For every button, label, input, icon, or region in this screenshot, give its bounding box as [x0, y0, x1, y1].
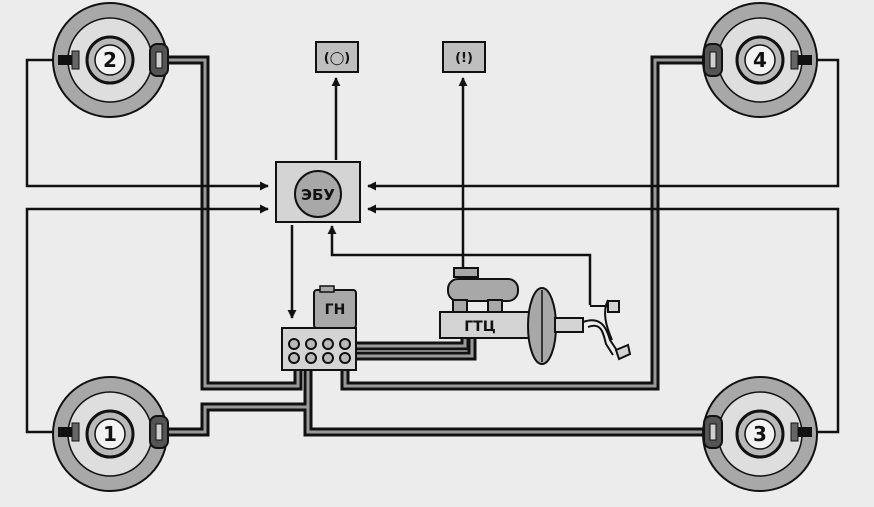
- sensor-wire-wheel-4: [367, 58, 840, 191]
- modulator-valve: [288, 352, 300, 364]
- sensor-wire-wheel-1: [25, 204, 269, 434]
- signal-lines: [25, 58, 840, 434]
- wheel-1-number: 1: [103, 422, 117, 446]
- master-cylinder-label: ГТЦ: [464, 319, 495, 335]
- wheel-2: 2: [52, 2, 169, 118]
- hydraulic-lines: [163, 55, 711, 437]
- wheel-2-number: 2: [103, 48, 117, 72]
- brake-line-wheel-3: [303, 365, 711, 437]
- abs-warning-lamp: (◯): [315, 41, 359, 73]
- modulator-valve: [339, 352, 351, 364]
- wheel-3-speed-sensor: [790, 422, 812, 442]
- electronic-control-unit: ЭБУ: [275, 161, 361, 223]
- modulator-valve: [305, 338, 317, 350]
- modulator-valve: [322, 338, 334, 350]
- wheel-4-speed-sensor: [790, 50, 812, 70]
- pedal-switch-to-ecu: [327, 225, 592, 305]
- brake-pedal: [582, 299, 632, 361]
- wheel-2-speed-sensor: [58, 50, 80, 70]
- wheel-4-brake-caliper: [703, 43, 723, 77]
- wheel-4: 4: [702, 2, 818, 118]
- brake-warning-lamp-symbol: (!): [455, 51, 473, 66]
- modulator-valve: [305, 352, 317, 364]
- brake-booster: [527, 287, 584, 365]
- modulator-valve: [288, 338, 300, 350]
- brake-warning-lamp: (!): [442, 41, 486, 73]
- wheel-1: 1: [52, 376, 169, 492]
- wheel-4-number: 4: [753, 48, 767, 72]
- abs-warning-lamp-symbol: (◯): [324, 51, 350, 66]
- wheel-2-brake-caliper: [149, 43, 169, 77]
- wheel-1-brake-caliper: [149, 415, 169, 449]
- modulator-valve: [322, 352, 334, 364]
- wheel-3-number: 3: [753, 422, 767, 446]
- pump-label: ГН: [325, 302, 346, 318]
- wheel-3-brake-caliper: [703, 415, 723, 449]
- brake-pedal-switch: [590, 300, 620, 313]
- ecu-label: ЭБУ: [301, 186, 335, 204]
- brake-master-cylinder: ГТЦ: [439, 267, 531, 339]
- sensor-wire-wheel-2: [25, 58, 269, 191]
- wheel-1-speed-sensor: [58, 422, 80, 442]
- wheel-3: 3: [702, 376, 818, 492]
- hydraulic-pump: ГН: [313, 285, 357, 329]
- sensor-wire-wheel-3: [367, 204, 840, 434]
- brake-line-wheel-1: [163, 365, 313, 437]
- abs-modulator-block: [281, 327, 357, 371]
- modulator-valve: [339, 338, 351, 350]
